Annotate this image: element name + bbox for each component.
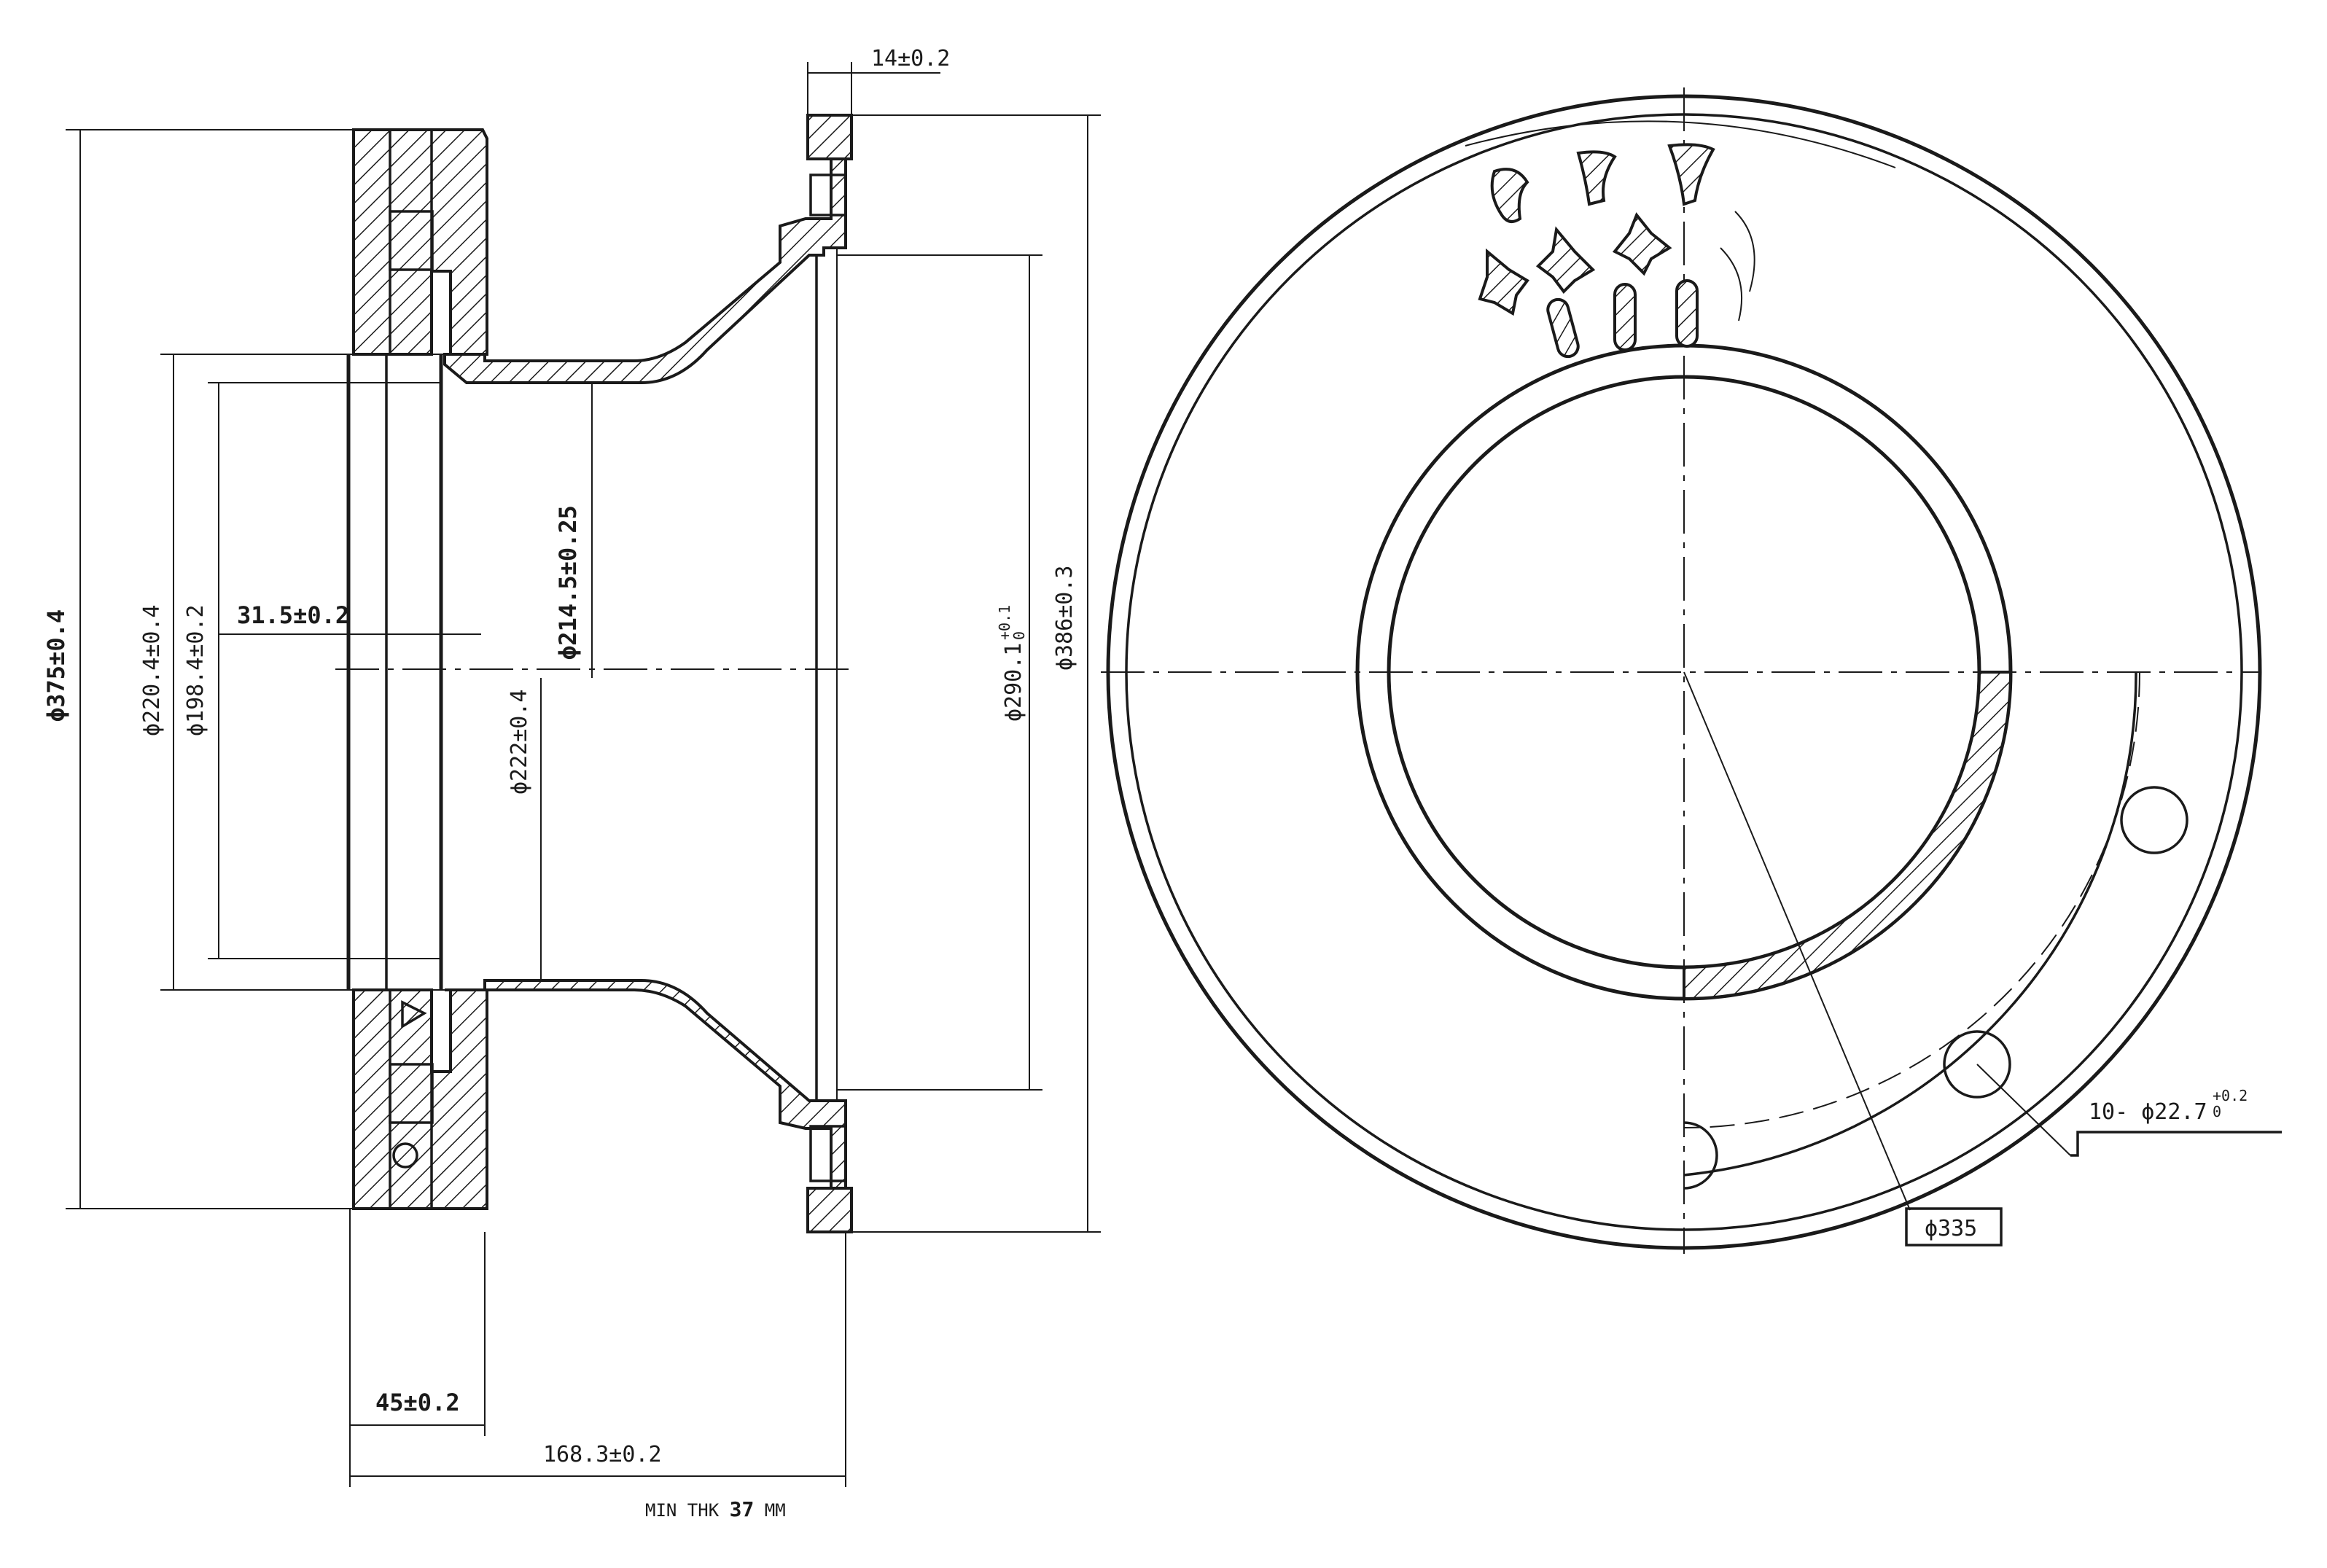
- dim-holes-tol-upper: +0.2: [2213, 1087, 2248, 1104]
- pcd-box: [1905, 1207, 2003, 1247]
- dim-hub-b: ϕ222±0.4: [507, 690, 532, 795]
- dim-holes-tol-lower: 0: [2213, 1103, 2221, 1120]
- upper-hat-wall: [443, 114, 847, 384]
- vane-detail: [1465, 120, 1896, 359]
- dim-outer-diameter: ϕ375±0.4: [42, 609, 70, 722]
- bolt-circle-arc: [1683, 671, 2140, 1128]
- hub-section-quarter: [1683, 671, 2013, 1001]
- dim-pilot-tol-upper: +0.1: [996, 605, 1013, 640]
- note-min-thk: MIN THK 37 MM: [645, 1497, 786, 1521]
- dim-bore-b: ϕ198.4±0.2: [183, 604, 208, 736]
- dim-flange-thickness: 14±0.2: [871, 46, 950, 71]
- upper-vent-channel: [389, 210, 434, 271]
- upper-flange-bolt: [809, 173, 847, 217]
- dim-wall: 31.5±0.2: [237, 601, 349, 629]
- bolt-hole: [1943, 1030, 2011, 1099]
- lower-vent-hole: [392, 1142, 418, 1169]
- lower-vent-channel: [389, 1063, 434, 1124]
- lower-friction-ring: [352, 988, 488, 1210]
- dim-holes: 10- ϕ22.7: [2089, 1099, 2207, 1125]
- lower-flange-bolt: [809, 1125, 847, 1182]
- holes-leader-tail: [2070, 1131, 2282, 1157]
- lower-flange-lip: [806, 1187, 853, 1233]
- bolt-hole-half: [1683, 1121, 1718, 1190]
- dim-overall-height: 168.3±0.2: [543, 1442, 662, 1467]
- dim-pilot-tol-lower: 0: [1010, 631, 1028, 640]
- dim-pcd: ϕ335: [1925, 1216, 1977, 1241]
- dim-bore-a: ϕ220.4±0.4: [139, 604, 165, 736]
- dim-pilot: ϕ290.1: [1001, 643, 1026, 722]
- flange-arc: [1683, 671, 2137, 1177]
- dim-disc-width: 45±0.2: [375, 1389, 460, 1416]
- upper-flange-lip: [806, 114, 853, 160]
- upper-friction-ring: [352, 128, 488, 356]
- bolt-hole: [2120, 786, 2188, 854]
- dim-flange-od: ϕ386±0.3: [1052, 566, 1077, 671]
- pcd-leader: [1683, 671, 1911, 1211]
- lower-hat-wall: [445, 979, 847, 1233]
- dim-hub-a: ϕ214.5±0.25: [554, 505, 582, 660]
- holes-leader: [1976, 1064, 2071, 1156]
- section-view: 14±0.2 ϕ375±0.4 ϕ220.4±0.4 ϕ198.4±0.2 31…: [42, 46, 1101, 1521]
- plan-view: ϕ335 10- ϕ22.7 +0.2 0: [1101, 87, 2282, 1254]
- lower-vent-arrow: [401, 1000, 427, 1029]
